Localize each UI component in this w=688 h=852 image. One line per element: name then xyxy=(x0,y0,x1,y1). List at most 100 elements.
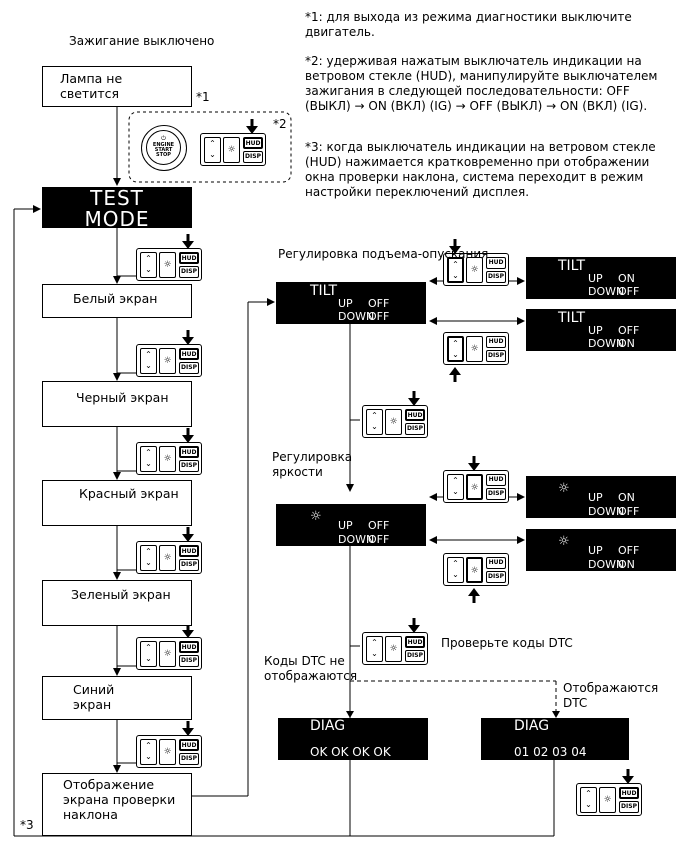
hud-key: HUD xyxy=(619,787,639,799)
hud-key-label: HUD xyxy=(621,790,637,797)
chevron-up-icon: ⌃ xyxy=(452,559,459,568)
lamp-off-box: Лампа не светится xyxy=(42,66,192,107)
note-3: *3: когда выключатель индикации на ветро… xyxy=(305,140,656,200)
hud-key-label: HUD xyxy=(488,476,504,483)
disp-key: DISP xyxy=(179,362,199,374)
power-icon: ⏻ xyxy=(161,135,166,142)
screen-text: ON xyxy=(618,491,635,504)
up-down-key: ⌃⌄ xyxy=(447,474,464,500)
disp-key-label: DISP xyxy=(488,352,504,359)
press-arrow-icon xyxy=(182,721,194,737)
up-down-key: ⌃⌄ xyxy=(580,787,597,813)
disp-key: DISP xyxy=(243,151,263,163)
note-2-line: зажигания в следующей последовательности… xyxy=(305,84,630,98)
screen-text: UP xyxy=(588,272,603,285)
note-1-line: *1: для выхода из режима диагностики вык… xyxy=(305,10,632,24)
white-screen-box: Белый экран xyxy=(42,284,192,318)
dtc-not-shown-label: Коды DTC не отображаются xyxy=(264,654,357,684)
press-arrow-icon xyxy=(622,769,634,785)
press-arrow-icon xyxy=(449,366,461,382)
adjust-key: ☼ xyxy=(599,787,616,813)
hud-key-label: HUD xyxy=(181,548,197,555)
disp-key-label: DISP xyxy=(488,573,504,580)
chevron-down-icon: ⌄ xyxy=(145,265,152,274)
hud-key: HUD xyxy=(179,545,199,557)
chevron-up-icon: ⌃ xyxy=(371,411,378,420)
press-arrow-icon xyxy=(182,330,194,346)
chevron-up-icon: ⌃ xyxy=(145,547,152,556)
chevron-up-icon: ⌃ xyxy=(585,789,592,798)
press-arrow-icon xyxy=(468,456,480,472)
tilt-adjust-label: Регулировка подъема-опускания xyxy=(278,247,489,261)
dtc-not-shown-line: Коды DTC не xyxy=(264,654,345,668)
engine-button-inner: ⏻ ENGINE START STOP xyxy=(146,130,181,165)
screen-text: UP xyxy=(588,491,603,504)
disp-key-label: DISP xyxy=(245,153,261,160)
hud-key-label: HUD xyxy=(181,351,197,358)
lamp-off-label: Лампа не светится xyxy=(60,71,123,101)
screen-text: OFF xyxy=(368,533,390,546)
press-arrow-icon xyxy=(182,527,194,543)
screen-text: OK OK OK OK xyxy=(310,745,391,759)
engine-button-line: STOP xyxy=(156,152,171,158)
mark-3: *3 xyxy=(20,818,34,832)
blue-screen-label: Синий экран xyxy=(73,682,115,712)
chevron-down-icon: ⌄ xyxy=(452,350,459,359)
screen-text: UP xyxy=(338,297,353,310)
adjust-key: ☼ xyxy=(159,641,176,667)
brightness-icon: ☼ xyxy=(470,265,479,275)
engine-button-line: START xyxy=(154,147,173,153)
tilt-up-screen: TILT UP ON DOWN OFF xyxy=(526,257,676,299)
screen-text: OFF xyxy=(618,544,640,557)
tilt-check-label: Отображение экрана проверки наклона xyxy=(63,777,176,822)
screen-title: TILT xyxy=(310,283,338,299)
hud-key: HUD xyxy=(179,348,199,360)
screen-text: UP xyxy=(338,519,353,532)
engine-start-stop-button: ⏻ ENGINE START STOP xyxy=(141,125,187,171)
screen-title: TILT xyxy=(558,258,586,274)
diag-codes-screen: DIAG 01 02 03 04 xyxy=(481,718,629,760)
chevron-down-icon: ⌄ xyxy=(209,150,216,159)
red-screen-label: Красный экран xyxy=(79,486,179,501)
disp-key: DISP xyxy=(405,423,425,435)
hud-key-label: HUD xyxy=(181,742,197,749)
screen-text: ON xyxy=(618,337,635,350)
up-down-key: ⌃⌄ xyxy=(366,409,383,435)
press-arrow-icon xyxy=(468,587,480,603)
screen-text: OFF xyxy=(618,324,640,337)
adjust-key: ☼ xyxy=(466,557,483,583)
chevron-up-icon: ⌃ xyxy=(145,741,152,750)
press-arrow-icon xyxy=(182,234,194,250)
black-screen-label: Черный экран xyxy=(76,390,169,405)
disp-key: DISP xyxy=(486,350,506,362)
chevron-up-icon: ⌃ xyxy=(452,339,459,348)
hud-key: HUD xyxy=(486,336,506,348)
check-dtc-label: Проверьте коды DTC xyxy=(441,636,573,650)
adjust-key: ☼ xyxy=(159,739,176,765)
test-mode-line: TEST xyxy=(90,186,144,210)
screen-text: DOWN xyxy=(588,285,625,298)
brightness-main-screen: ☼ UP OFF DOWN OFF xyxy=(276,504,426,546)
disp-key: DISP xyxy=(486,271,506,283)
hud-key: HUD xyxy=(486,557,506,569)
adjust-key: ☼ xyxy=(466,474,483,500)
screen-title: TILT xyxy=(558,310,586,326)
press-arrow-icon xyxy=(182,428,194,444)
hud-key-label: HUD xyxy=(488,338,504,345)
brightness-icon: ☼ xyxy=(558,481,570,496)
dtc-shown-line: Отображаются xyxy=(563,681,659,695)
brightness-icon: ☼ xyxy=(310,509,322,524)
note-3-line: *3: когда выключатель индикации на ветро… xyxy=(305,140,656,154)
up-down-key: ⌃⌄ xyxy=(140,348,157,374)
disp-key: DISP xyxy=(179,753,199,765)
disp-key: DISP xyxy=(179,460,199,472)
screen-text: 01 02 03 04 xyxy=(514,745,587,759)
chevron-down-icon: ⌄ xyxy=(145,558,152,567)
mark-1: *1 xyxy=(196,90,210,104)
